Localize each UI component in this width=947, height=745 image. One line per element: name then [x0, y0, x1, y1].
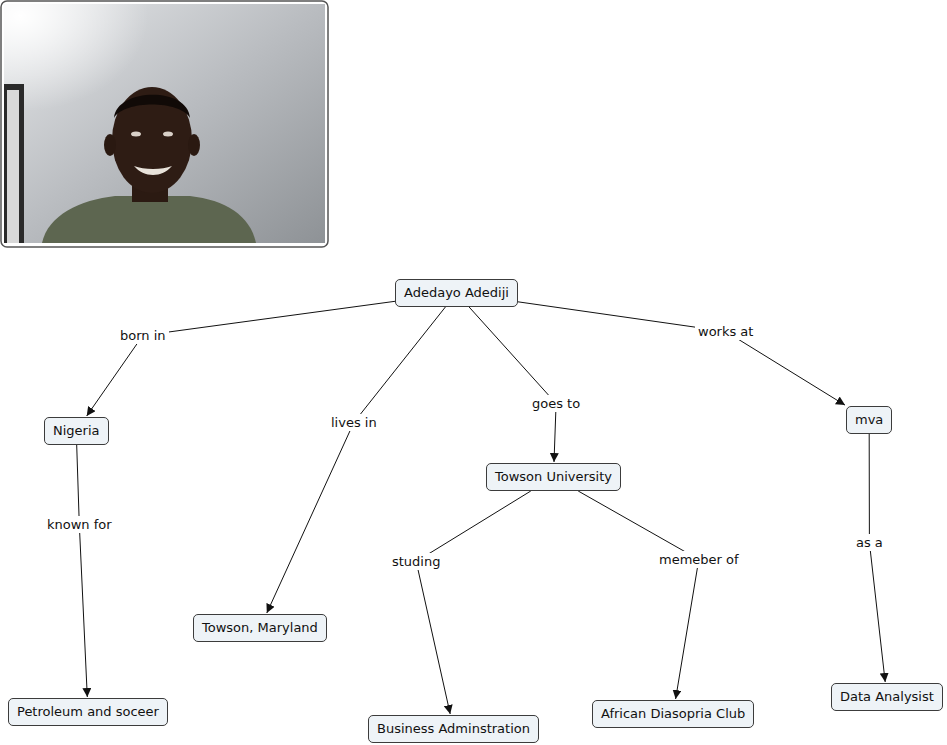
link-label: born in	[117, 327, 169, 344]
link-arrow	[869, 434, 885, 682]
photo-door-frame	[4, 84, 24, 243]
link-label: lives in	[328, 414, 380, 431]
concept-text: Towson, Maryland	[202, 620, 318, 636]
concept-box: Petroleum and soceer	[8, 698, 168, 726]
link-arrow	[87, 301, 395, 416]
concept-text: mva	[855, 412, 883, 428]
concept-text: Nigeria	[53, 423, 100, 439]
concept-box: African Diasopria Club	[592, 700, 754, 728]
concept-box: Data Analysist	[831, 683, 943, 711]
concept-box: Business Adminstration	[368, 715, 539, 743]
link-label: as a	[853, 534, 886, 551]
concept-box: Towson University	[486, 463, 621, 491]
link-arrow	[469, 307, 556, 462]
link-label: studing	[389, 553, 443, 570]
link-arrow	[267, 307, 446, 613]
concept-text: Business Adminstration	[377, 721, 530, 737]
concept-box: Nigeria	[44, 417, 109, 445]
link-label: works at	[695, 323, 756, 340]
concept-box: Adedayo Adediji	[395, 279, 518, 307]
photo-head	[112, 87, 192, 193]
webcam-photo	[0, 0, 330, 250]
concept-text: Adedayo Adediji	[404, 285, 509, 301]
photo-frame	[1, 1, 328, 247]
link-arrow	[416, 491, 531, 714]
photo-ear	[104, 134, 116, 156]
concept-text: African Diasopria Club	[601, 706, 745, 722]
link-label: goes to	[529, 395, 583, 412]
link-label: memeber of	[656, 551, 742, 568]
concept-text: Data Analysist	[840, 689, 934, 705]
concept-text: Petroleum and soceer	[17, 704, 159, 720]
photo-light	[4, 4, 325, 243]
photo-shirt	[42, 196, 256, 243]
photo-door-edge	[7, 90, 19, 243]
photo-eye	[163, 132, 173, 137]
link-arrow	[518, 302, 845, 405]
link-arrow	[578, 491, 699, 699]
photo-smile	[134, 166, 172, 175]
concept-box: mva	[846, 406, 892, 434]
photo-eye	[131, 132, 141, 137]
concept-box: Towson, Maryland	[193, 614, 327, 642]
photo-hair	[114, 95, 190, 118]
link-label: known for	[44, 516, 115, 533]
photo-ear	[188, 134, 200, 156]
link-arrow	[77, 445, 88, 697]
photo-wall	[4, 4, 325, 243]
concept-text: Towson University	[495, 469, 612, 485]
